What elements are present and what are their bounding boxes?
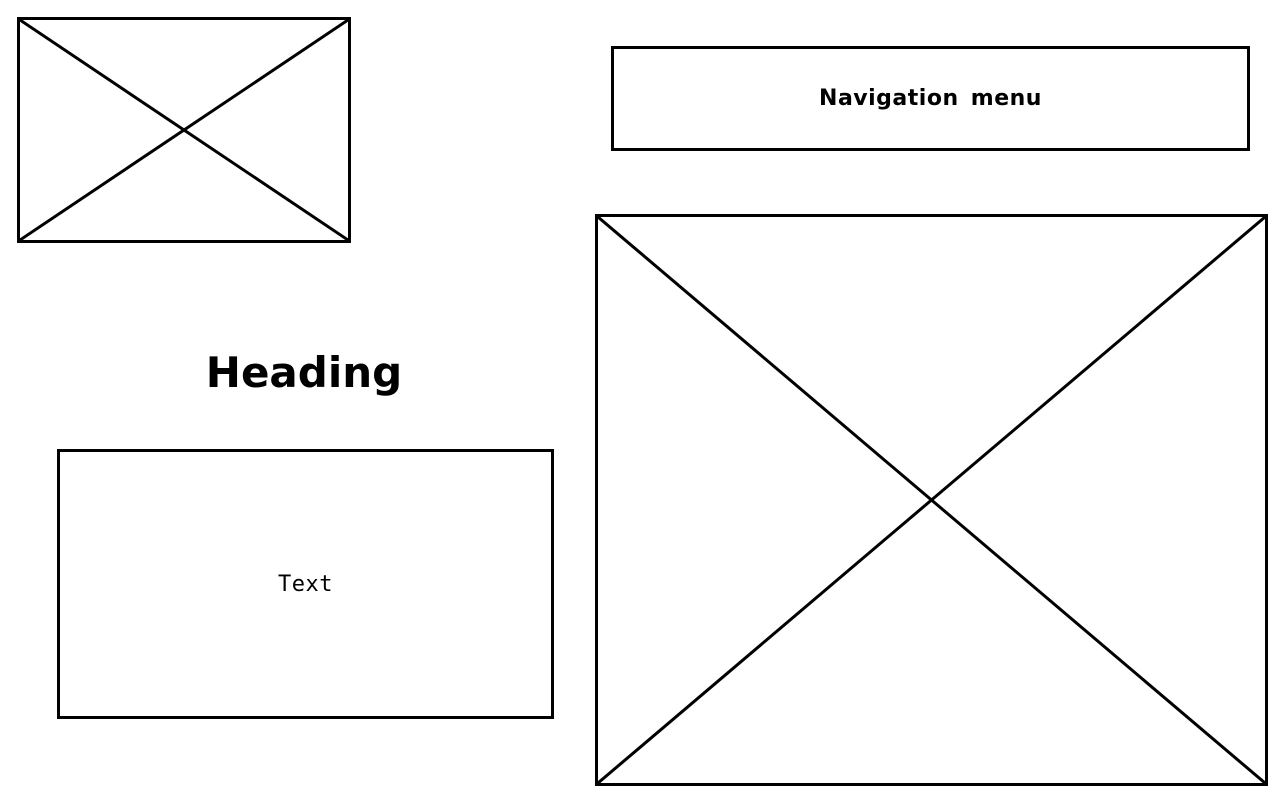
text-block-label: Text	[278, 571, 333, 597]
image-placeholder-icon	[598, 217, 1265, 783]
page-heading: Heading	[205, 348, 403, 397]
navigation-menu[interactable]: Navigation menu	[611, 46, 1250, 151]
text-block: Text	[57, 449, 554, 719]
hero-image-placeholder	[595, 214, 1268, 786]
logo-image-placeholder	[17, 17, 351, 243]
image-placeholder-icon	[20, 20, 348, 240]
navigation-menu-label: Navigation menu	[819, 86, 1042, 111]
